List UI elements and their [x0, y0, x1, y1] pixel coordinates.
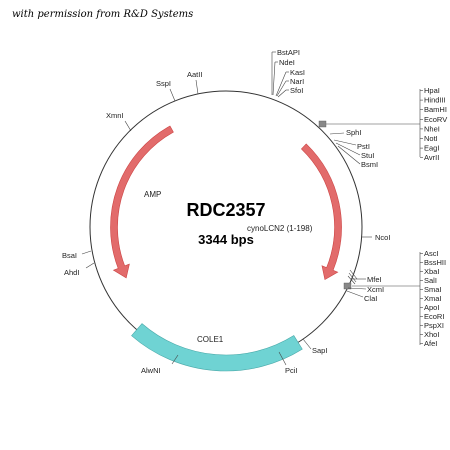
- site-cluster-top: [271, 51, 289, 98]
- mcs2-site-list: AscIBssHIIXbaISalISmaIXmaIApoIEcoRIPspXI…: [420, 249, 446, 348]
- mcs2-site-sali: SalI: [424, 276, 437, 285]
- site-ncoi: NcoI: [375, 233, 390, 242]
- mcs2-site-xbai: XbaI: [424, 267, 439, 276]
- mcs2-connector: [343, 252, 421, 345]
- mcs2-site-pspxi: PspXI: [424, 321, 444, 330]
- mcs1-site-nhei: NheI: [424, 124, 440, 133]
- cyno-feature-arrow: [300, 143, 342, 281]
- mcs1-site-eagi: EagI: [424, 144, 439, 153]
- site-alwni: AlwNI: [141, 366, 161, 375]
- site-sapi: SapI: [312, 346, 327, 355]
- mcs2-site-ecori: EcoRI: [424, 312, 444, 321]
- mcs2-site-xhoi: XhoI: [424, 330, 439, 339]
- plasmid-name: RDC2357: [186, 200, 265, 220]
- cyno-label: cynoLCN2 (1-198): [247, 224, 313, 233]
- site-bstapi: BstAPI: [277, 48, 300, 57]
- amp-label: AMP: [144, 190, 161, 199]
- permission-credit: with permission from R&D Systems: [12, 9, 194, 20]
- site-stui: StuI: [361, 151, 374, 160]
- mcs2-site-apoi: ApoI: [424, 303, 439, 312]
- site-ndei: NdeI: [279, 58, 295, 67]
- site-bsmi: BsmI: [361, 160, 378, 169]
- mcs2-site-afei: AfeI: [424, 339, 437, 348]
- mcs1-site-ecorv: EcoRV: [424, 115, 447, 124]
- mcs1-site-hindiii: HindIII: [424, 96, 446, 105]
- mcs2-site-xmai: XmaI: [424, 294, 442, 303]
- site-nari: NarI: [290, 77, 304, 86]
- site-psti: PstI: [357, 142, 370, 151]
- cole1-label: COLE1: [197, 335, 224, 344]
- mcs1-site-hpai: HpaI: [424, 86, 440, 95]
- plasmid-size: 3344 bps: [198, 232, 254, 247]
- site-bsai: BsaI: [62, 251, 77, 260]
- site-pcii: PciI: [285, 366, 298, 375]
- site-mfei: MfeI: [367, 275, 382, 284]
- site-cluster-right: [329, 132, 361, 165]
- site-sfoi: SfoI: [290, 86, 303, 95]
- mcs1-site-avrii: AvrII: [424, 153, 439, 162]
- cole1-feature: [131, 323, 303, 372]
- mcs2-site-asci: AscI: [424, 249, 439, 258]
- site-ahdi: AhdI: [64, 268, 79, 277]
- site-xmni: XmnI: [106, 111, 124, 120]
- site-sspi: SspI: [156, 79, 171, 88]
- mcs2-site-bsshii: BssHII: [424, 258, 446, 267]
- site-sphi: SphI: [346, 128, 361, 137]
- site-xcmi: XcmI: [367, 285, 384, 294]
- mcs1-site-noti: NotI: [424, 134, 438, 143]
- site-clai: ClaI: [364, 294, 377, 303]
- mcs1-site-bamhi: BamHI: [424, 105, 447, 114]
- site-aatii: AatII: [187, 70, 202, 79]
- mcs2-site-smai: SmaI: [424, 285, 442, 294]
- amp-feature-arrow: [110, 125, 174, 279]
- site-kasi: KasI: [290, 68, 305, 77]
- plasmid-backbone: [89, 90, 363, 364]
- site-cluster-lower-right: [346, 278, 367, 298]
